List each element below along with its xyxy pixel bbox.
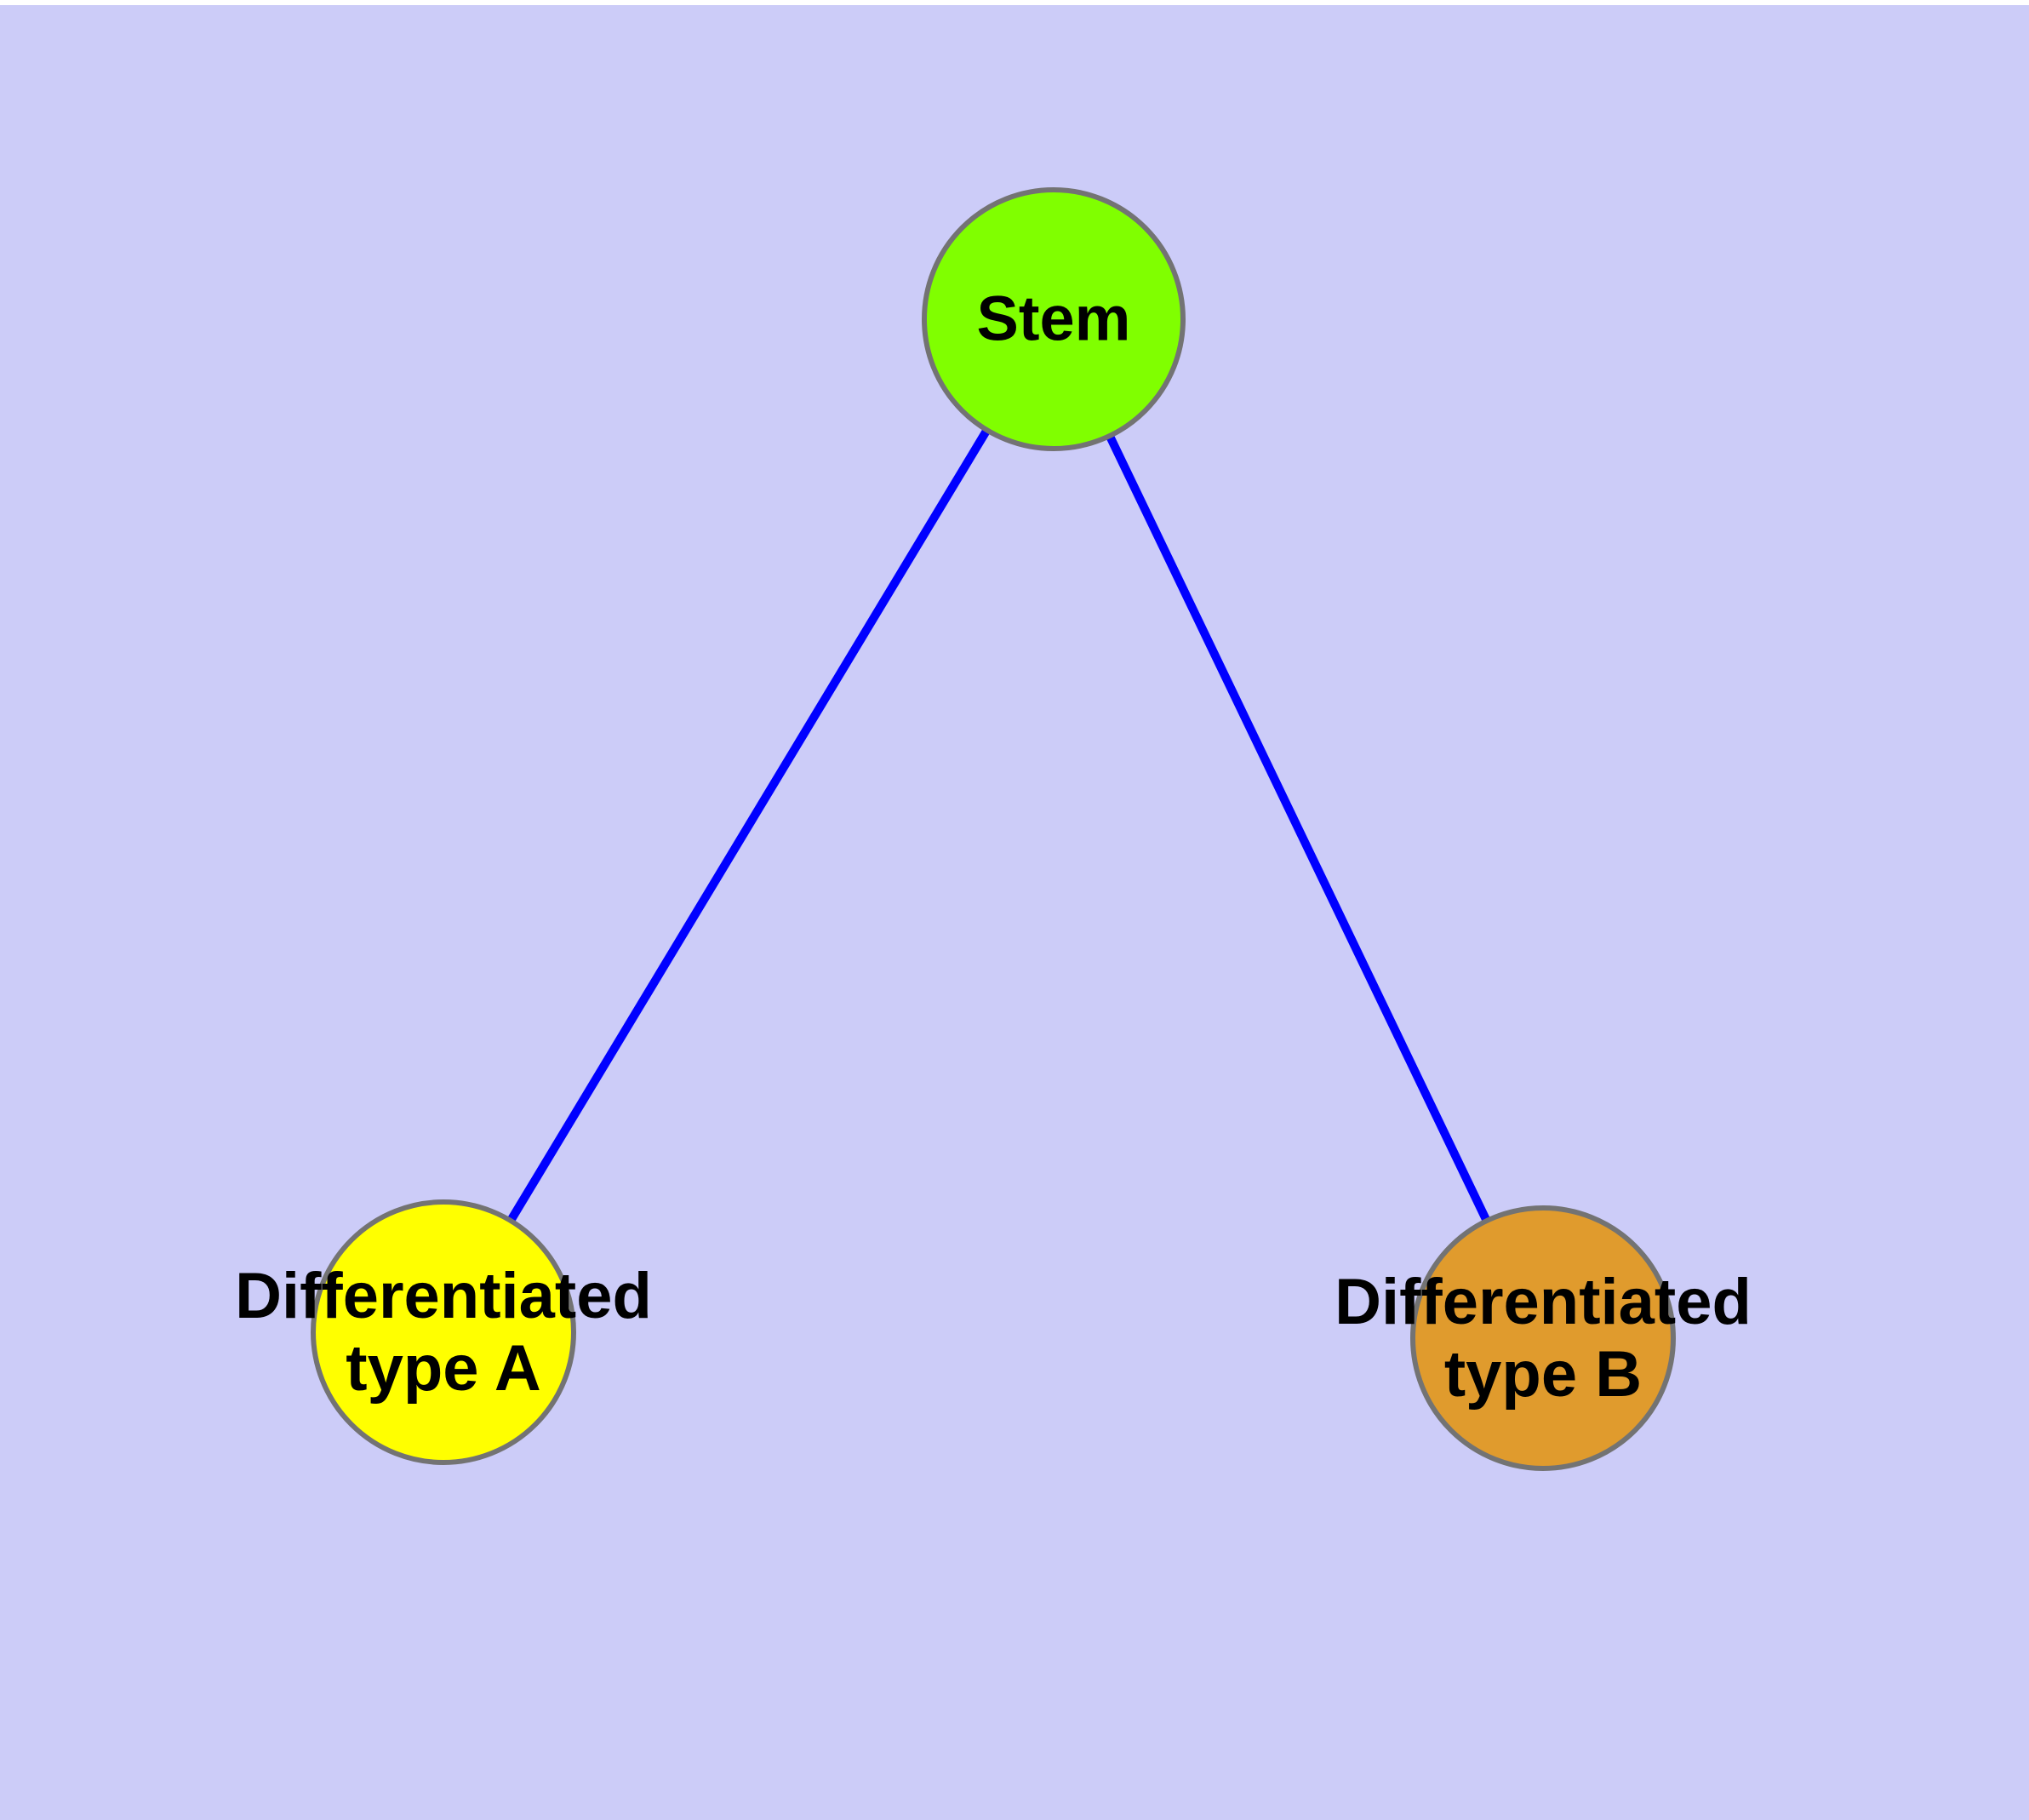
node-circle-diff_a[interactable]: [311, 1199, 576, 1465]
node-circle-stem[interactable]: [922, 187, 1186, 451]
edge-stem-diff-a[interactable]: [505, 425, 992, 1226]
node-circle-diff_b[interactable]: [1410, 1205, 1676, 1471]
edge-stem-diff-b[interactable]: [1104, 431, 1492, 1226]
nodes-group: [311, 187, 1676, 1471]
edges-group: [505, 425, 1492, 1226]
